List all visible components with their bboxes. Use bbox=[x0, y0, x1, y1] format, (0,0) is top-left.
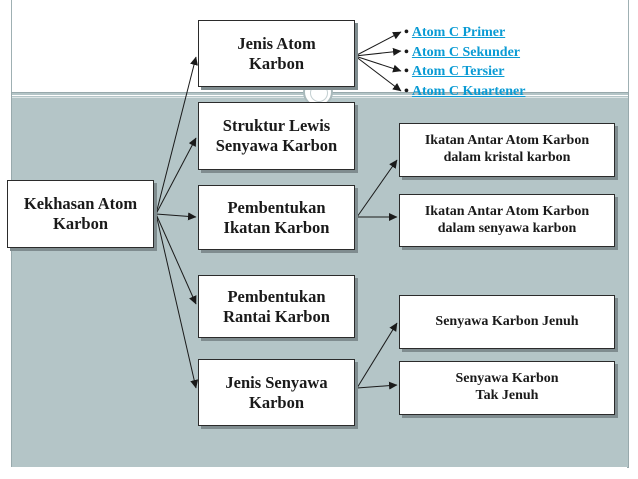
link-atom-sekunder[interactable]: Atom C Sekunder bbox=[411, 44, 521, 60]
node-jenis-senyawa: Jenis Senyawa Karbon bbox=[198, 359, 355, 426]
root-node: Kekhasan Atom Karbon bbox=[7, 180, 154, 248]
node-pembentukan-ikatan: Pembentukan Ikatan Karbon bbox=[198, 185, 355, 250]
node-struktur-lewis: Struktur Lewis Senyawa Karbon bbox=[198, 102, 355, 170]
node-jenis-atom: Jenis Atom Karbon bbox=[198, 20, 355, 87]
link-atom-tersier[interactable]: Atom C Tersier bbox=[411, 64, 505, 79]
node-pembentukan-rantai: Pembentukan Rantai Karbon bbox=[198, 275, 355, 338]
list-item[interactable]: •Atom C Tersier bbox=[404, 64, 505, 79]
atom-type-list: •Atom C Primer •Atom C Sekunder •Atom C … bbox=[404, 23, 525, 101]
link-atom-kuartener[interactable]: Atom C Kuartener bbox=[411, 83, 526, 99]
link-atom-primer[interactable]: Atom C Primer bbox=[411, 25, 506, 40]
list-item[interactable]: •Atom C Sekunder bbox=[404, 44, 521, 60]
slide-bottom-panel bbox=[11, 467, 627, 479]
node-senyawa-tak-jenuh: Senyawa Karbon Tak Jenuh bbox=[399, 361, 615, 415]
node-senyawa-jenuh: Senyawa Karbon Jenuh bbox=[399, 295, 615, 349]
list-item[interactable]: •Atom C Kuartener bbox=[404, 83, 526, 99]
list-item[interactable]: •Atom C Primer bbox=[404, 25, 506, 40]
node-ikatan-kristal: Ikatan Antar Atom Karbon dalam kristal k… bbox=[399, 123, 615, 177]
node-ikatan-senyawa: Ikatan Antar Atom Karbon dalam senyawa k… bbox=[399, 194, 615, 247]
